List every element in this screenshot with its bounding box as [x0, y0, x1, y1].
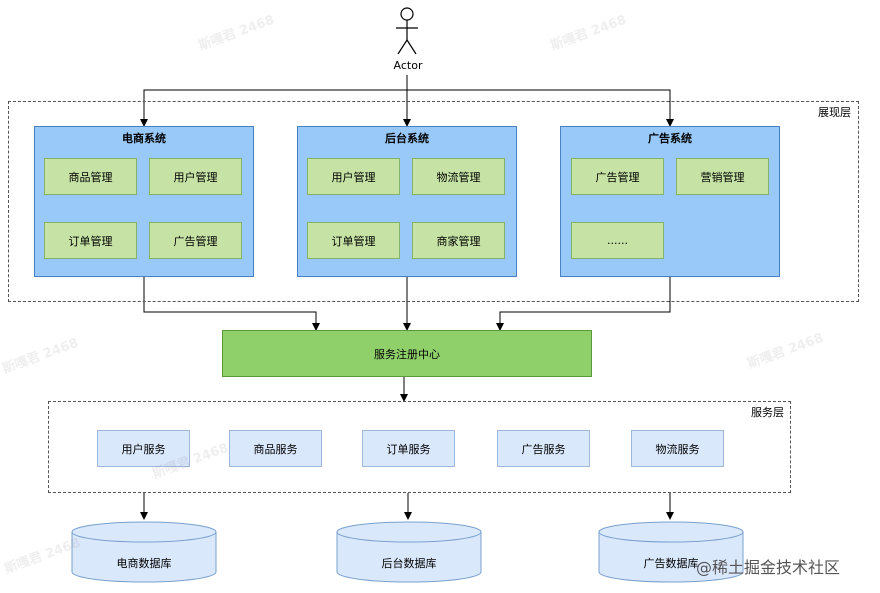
service-layer — [48, 401, 791, 493]
arrow-ecommerce-registry — [143, 277, 320, 331]
site-credit: @稀土掘金技术社区 — [696, 558, 841, 577]
service-box: 商品服务 — [229, 430, 322, 467]
actor-icon — [396, 7, 418, 55]
module-box: 商家管理 — [412, 222, 505, 259]
service-layer-label: 服务层 — [751, 406, 784, 419]
database-label: 广告数据库 — [643, 557, 699, 570]
presentation-layer — [8, 101, 859, 302]
database-cylinder-1 — [71, 521, 217, 583]
arrow-ads-registry — [496, 277, 671, 331]
module-box: 广告管理 — [571, 158, 664, 195]
module-box: 用户管理 — [149, 158, 242, 195]
presentation-layer-label: 展现层 — [818, 106, 851, 119]
module-box: 用户管理 — [307, 158, 400, 195]
actor-label: Actor — [393, 59, 423, 72]
system-backend: 后台系统 用户管理 物流管理 订单管理 商家管理 — [297, 126, 517, 277]
module-box: ...... — [571, 222, 664, 259]
service-registry: 服务注册中心 — [222, 330, 592, 377]
system-ecommerce: 电商系统 商品管理 用户管理 订单管理 广告管理 — [34, 126, 254, 277]
module-box: 订单管理 — [307, 222, 400, 259]
service-box: 订单服务 — [362, 430, 455, 467]
database-cylinder-3 — [598, 521, 744, 583]
module-box: 订单管理 — [44, 222, 137, 259]
database-label: 电商数据库 — [116, 557, 172, 570]
database-label: 后台数据库 — [381, 557, 437, 570]
system-title: 电商系统 — [122, 132, 166, 145]
module-box: 商品管理 — [44, 158, 137, 195]
module-box: 广告管理 — [149, 222, 242, 259]
system-title: 后台系统 — [385, 132, 429, 145]
system-ads: 广告系统 广告管理 营销管理 ...... — [560, 126, 780, 277]
service-box: 用户服务 — [97, 430, 190, 467]
service-box: 广告服务 — [497, 430, 590, 467]
arrow-actor-ads — [407, 89, 674, 127]
database-cylinder-2 — [336, 521, 482, 583]
system-title: 广告系统 — [648, 132, 692, 145]
module-box: 营销管理 — [676, 158, 769, 195]
module-box: 物流管理 — [412, 158, 505, 195]
arrow-actor-ecommerce — [140, 89, 407, 127]
service-box: 物流服务 — [631, 430, 724, 467]
